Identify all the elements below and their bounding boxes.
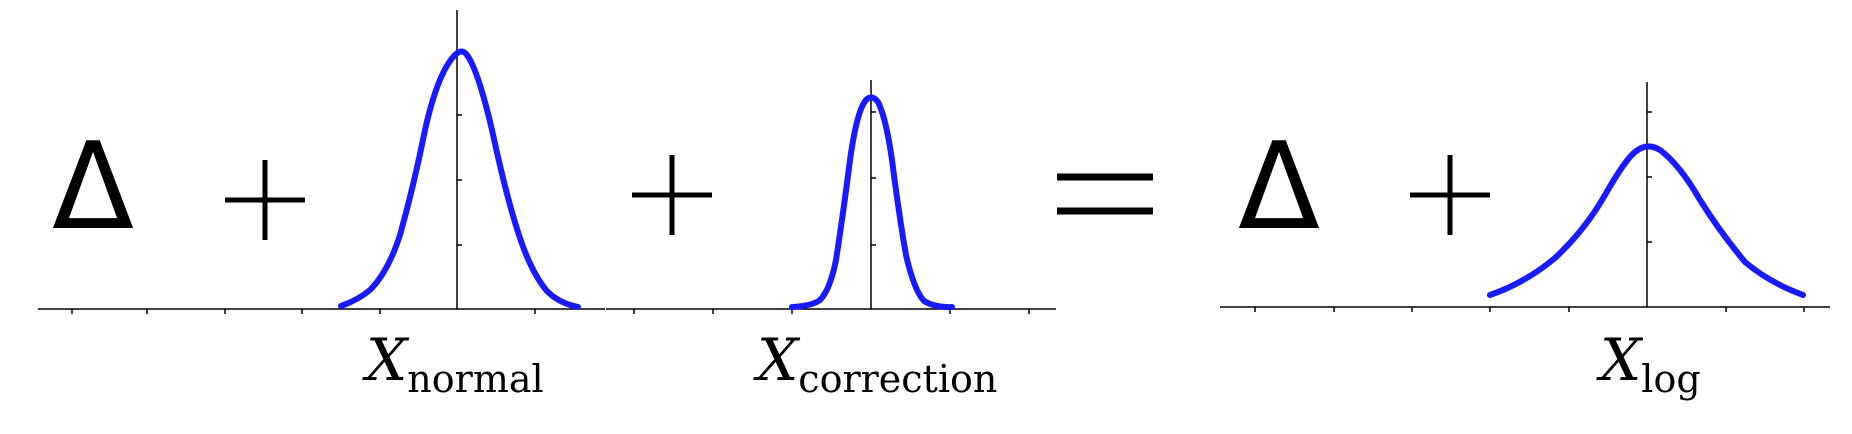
plus-sign-1 bbox=[225, 160, 305, 240]
plot-correction bbox=[606, 80, 1056, 314]
delta-symbol-right: Δ bbox=[1238, 118, 1320, 257]
label-x-correction: Xcorrection bbox=[753, 326, 997, 401]
axis-ticks-normal bbox=[71, 114, 536, 314]
plot-log bbox=[1220, 82, 1830, 312]
label-x-log: Xlog bbox=[1596, 326, 1701, 401]
equals-sign bbox=[1057, 173, 1153, 215]
axis-ticks-log bbox=[1254, 111, 1805, 312]
bell-curve-normal bbox=[338, 48, 581, 310]
bell-curve-log bbox=[1487, 143, 1806, 298]
plus-sign-2 bbox=[632, 155, 712, 235]
plus-sign-3 bbox=[1410, 155, 1490, 235]
plot-normal bbox=[38, 10, 605, 314]
bell-curve-correction bbox=[789, 94, 955, 311]
label-x-normal: Xnormal bbox=[362, 326, 544, 401]
delta-symbol-left: Δ bbox=[52, 118, 134, 257]
